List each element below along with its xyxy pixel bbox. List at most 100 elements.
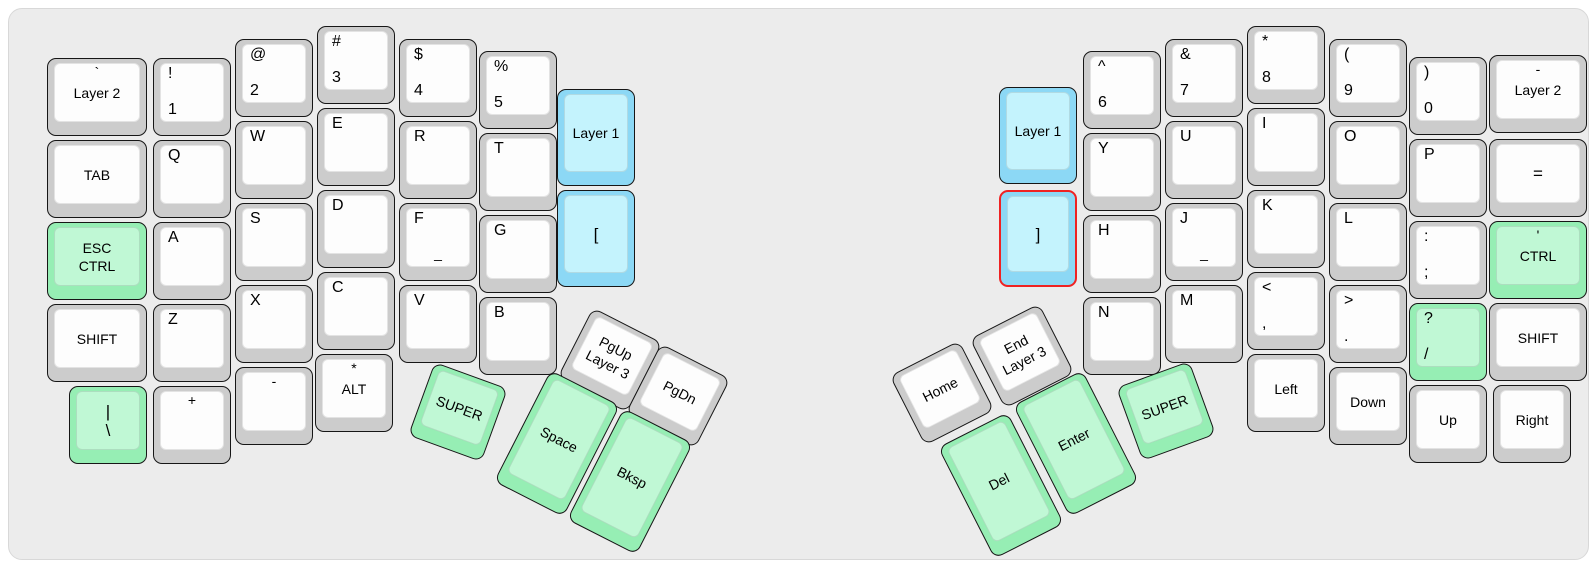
key-label: Z [168,311,178,328]
key-label-group: Right [1501,391,1563,448]
key-rbracket[interactable]: ] [999,190,1077,287]
key-percent-5[interactable]: %5 [479,51,557,129]
key-shift-right[interactable]: SHIFT [1489,303,1587,381]
keycap-top: Right [1500,390,1564,449]
key-label: V [414,292,425,309]
key-w[interactable]: W [235,121,313,199]
key-e[interactable]: E [317,108,395,186]
key-label: @ [250,46,267,63]
key-n[interactable]: N [1083,297,1161,375]
key-d[interactable]: D [317,190,395,268]
key-r[interactable]: R [399,121,477,199]
key-c[interactable]: C [317,272,395,350]
key-label: # [332,33,341,50]
key-super-left[interactable]: SUPER [408,362,508,462]
key-amp-7[interactable]: &7 [1165,39,1243,117]
key-j[interactable]: J_ [1165,203,1243,281]
key-q[interactable]: Q [153,140,231,218]
key-label: CTRL [78,257,116,274]
key-label: ^ [1098,58,1106,75]
key-label: 0 [1424,100,1433,117]
key-label-group: = [1497,145,1579,202]
key-star-alt[interactable]: *ALT [315,354,393,432]
key-caret-6[interactable]: ^6 [1083,51,1161,129]
key-label: M [1180,292,1194,309]
key-hash-3[interactable]: #3 [317,26,395,104]
key-s[interactable]: S [235,203,313,281]
key-colon-semicolon[interactable]: :; [1409,221,1487,299]
key-label-group: Layer 2 [1497,61,1579,118]
key-label: + [187,392,197,408]
key-super-right[interactable]: SUPER [1116,361,1216,461]
key-question-slash[interactable]: ?/ [1409,303,1487,381]
key-layer1-right[interactable]: Layer 1 [999,87,1077,184]
key-label: B [494,304,505,321]
key-v[interactable]: V [399,285,477,363]
key-star-8[interactable]: *8 [1247,26,1325,104]
key-gt-period[interactable]: >. [1329,285,1407,363]
key-label: 3 [332,69,341,86]
key-pipe-backslash[interactable]: |\ [69,386,147,464]
key-label: / [1424,346,1429,363]
key-minus-layer2[interactable]: -Layer 2 [1489,55,1587,133]
keycap-top: Home [898,348,982,430]
key-lt-comma[interactable]: <, [1247,272,1325,350]
key-u[interactable]: U [1165,121,1243,199]
key-minus-left[interactable]: - [235,367,313,445]
key-label: W [250,128,266,145]
keycap-top: TAB [54,145,140,204]
key-label-group: Up [1417,391,1479,448]
key-m[interactable]: M [1165,285,1243,363]
key-equals[interactable]: = [1489,139,1587,217]
key-label-group: [ [565,196,627,272]
key-p[interactable]: P [1409,139,1487,217]
key-quote-ctrl[interactable]: 'CTRL [1489,221,1587,299]
key-label: 1 [168,101,177,118]
key-a[interactable]: A [153,222,231,300]
key-label-group: TAB [55,146,139,203]
key-right-arrow[interactable]: Right [1493,385,1571,463]
key-dollar-4[interactable]: $4 [399,39,477,117]
keycap-top: J_ [1172,208,1236,267]
key-f[interactable]: F_ [399,203,477,281]
key-label: U [1180,128,1192,145]
key-x[interactable]: X [235,285,313,363]
key-label-group: Down [1337,373,1399,430]
keycap-top: SUPER [1124,368,1205,446]
key-h[interactable]: H [1083,215,1161,293]
key-up-arrow[interactable]: Up [1409,385,1487,463]
key-lbracket[interactable]: [ [557,190,635,287]
key-g[interactable]: G [479,215,557,293]
key-shift-left[interactable]: SHIFT [47,304,147,382]
key-b[interactable]: B [479,297,557,375]
key-layer1-left[interactable]: Layer 1 [557,89,635,186]
key-grave-layer2[interactable]: `Layer 2 [47,58,147,136]
key-o[interactable]: O [1329,121,1407,199]
keycap-top: S [242,208,306,267]
key-label: Down [1350,393,1386,410]
key-i[interactable]: I [1247,108,1325,186]
key-left-arrow[interactable]: Left [1247,354,1325,432]
key-label: = [1533,164,1543,183]
key-y[interactable]: Y [1083,133,1161,211]
key-label: G [494,222,507,239]
key-label: 8 [1262,69,1271,86]
key-rparen-0[interactable]: )0 [1409,57,1487,135]
key-k[interactable]: K [1247,190,1325,268]
key-lparen-9[interactable]: (9 [1329,39,1407,117]
key-label-group: Home [899,350,980,429]
key-t[interactable]: T [479,133,557,211]
key-z[interactable]: Z [153,304,231,382]
key-at-2[interactable]: @2 [235,39,313,117]
key-l[interactable]: L [1329,203,1407,281]
key-plus[interactable]: + [153,386,231,464]
key-excl-1[interactable]: !1 [153,58,231,136]
key-tab[interactable]: TAB [47,140,147,218]
key-down-arrow[interactable]: Down [1329,367,1407,445]
key-label-group: CTRL [1497,227,1579,284]
keycap-top: K [1254,195,1318,254]
key-label-group: Layer 1 [565,95,627,171]
